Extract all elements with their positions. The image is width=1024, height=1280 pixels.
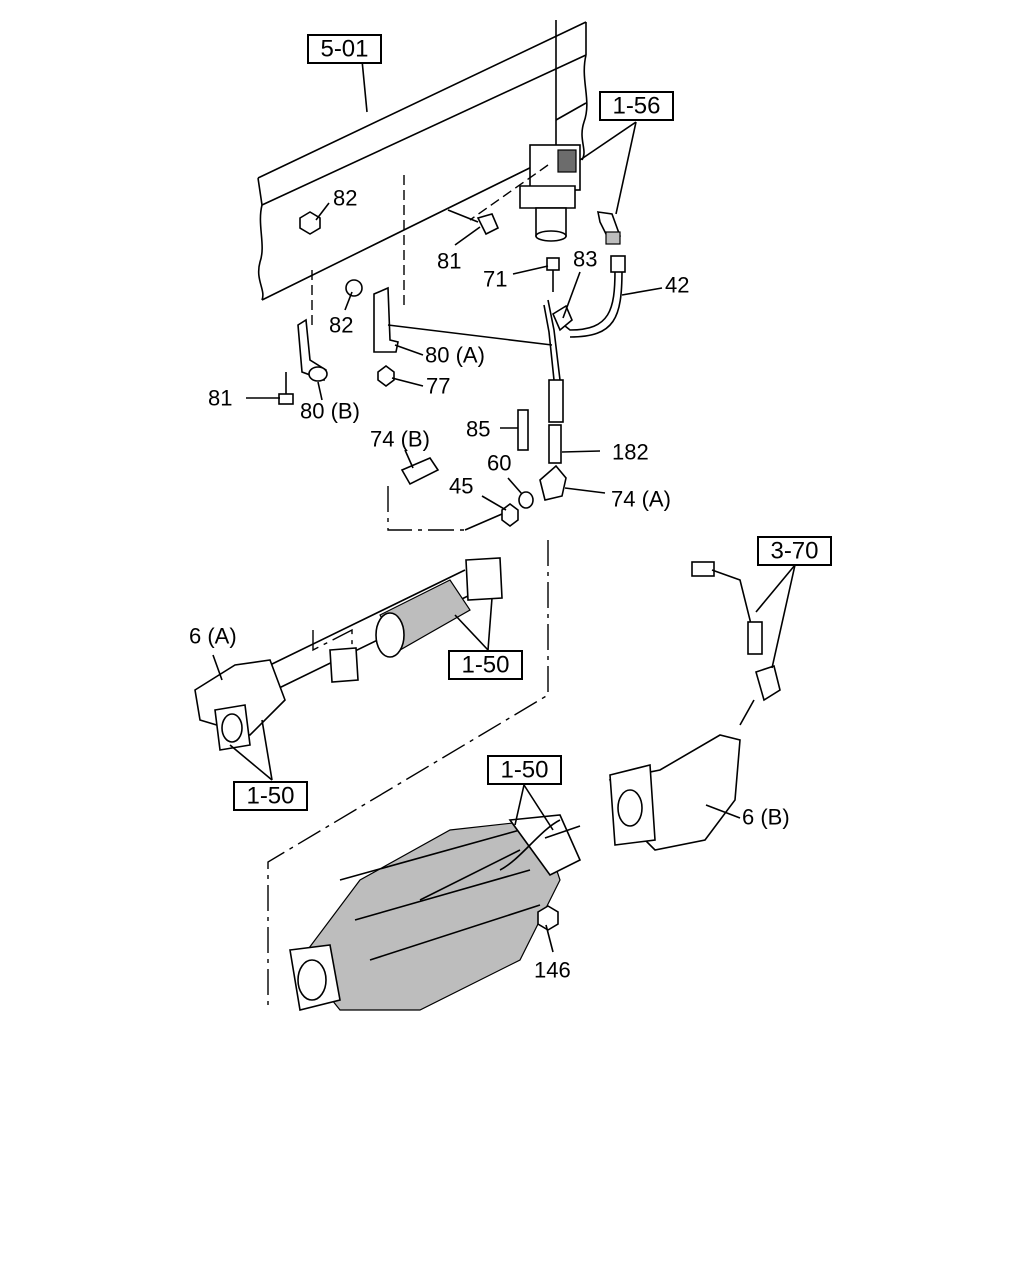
bolt-81-upper xyxy=(447,209,500,236)
leader-81a xyxy=(454,226,481,246)
leader-80a xyxy=(394,344,424,356)
leader-60 xyxy=(507,477,523,495)
ref-box-1-50-a[interactable]: 1-50 xyxy=(448,650,523,680)
dpf-converter xyxy=(289,814,582,1011)
leader-77 xyxy=(391,377,424,387)
dash-link xyxy=(464,513,503,531)
ref-box-1-50-b[interactable]: 1-50 xyxy=(233,781,308,811)
leader-3-70-b xyxy=(771,564,796,669)
callout-80b: 80 (B) xyxy=(300,399,360,424)
callout-82-upper: 82 xyxy=(333,186,357,211)
dpf-to-elbow xyxy=(544,825,581,839)
hose-assembly xyxy=(539,255,626,501)
dash-line-a xyxy=(312,628,353,652)
leader-82b xyxy=(344,291,353,311)
exhaust-elbow-6b xyxy=(608,734,741,851)
nut-82-upper xyxy=(299,211,321,235)
leader-146 xyxy=(545,924,554,953)
callout-182: 182 xyxy=(612,440,649,465)
ref-box-5-01[interactable]: 5-01 xyxy=(307,34,382,64)
callout-45: 45 xyxy=(449,474,473,499)
dash-line-c xyxy=(387,486,470,531)
ref-label-1-50-b: 1-50 xyxy=(246,783,294,810)
callout-6b: 6 (B) xyxy=(742,805,790,830)
callout-77: 77 xyxy=(426,374,450,399)
callout-80a: 80 (A) xyxy=(425,343,485,368)
ref-box-1-56[interactable]: 1-56 xyxy=(599,91,674,121)
callout-74b: 74 (B) xyxy=(370,427,430,452)
frame-rail xyxy=(257,20,588,301)
callout-81-lower: 81 xyxy=(208,386,232,411)
callout-146: 146 xyxy=(534,958,571,983)
ref-label-5-01: 5-01 xyxy=(320,36,368,63)
washer-60 xyxy=(518,491,534,509)
leader-42 xyxy=(621,287,663,296)
ref-box-3-70[interactable]: 3-70 xyxy=(757,536,832,566)
leader-1-50-b2 xyxy=(261,719,273,781)
leader-80b xyxy=(317,381,323,401)
leader-1-50-a1 xyxy=(454,614,489,651)
ref-label-1-50-a: 1-50 xyxy=(461,652,509,679)
leader-1-50-c2 xyxy=(523,784,554,831)
fitting-74b xyxy=(400,457,440,486)
stud-85 xyxy=(517,409,529,451)
bracket-80b xyxy=(297,318,328,382)
callout-60: 60 xyxy=(487,451,511,476)
leader-1-56-a xyxy=(579,121,637,161)
ref-label-1-56: 1-56 xyxy=(612,93,660,120)
ref-box-1-50-c[interactable]: 1-50 xyxy=(487,755,562,785)
ref-label-1-50-c: 1-50 xyxy=(500,757,548,784)
leader-71 xyxy=(512,265,549,275)
leader-82a xyxy=(315,202,330,221)
leader-1-56-b xyxy=(615,121,637,215)
nut-77 xyxy=(377,365,395,387)
leader-74a xyxy=(564,487,606,494)
ref-label-3-70: 3-70 xyxy=(770,538,818,565)
callout-71: 71 xyxy=(483,267,507,292)
solenoid-valve xyxy=(469,144,581,242)
elbow-fitting-upper xyxy=(596,211,621,245)
leader-6a xyxy=(212,654,223,681)
leader-1-50-c1 xyxy=(514,784,525,826)
bolt-71 xyxy=(546,257,560,292)
leader-5-01 xyxy=(361,59,368,113)
callout-83: 83 xyxy=(573,247,597,272)
leader-3-70-a xyxy=(755,564,796,613)
leader-1-50-a2 xyxy=(487,597,493,651)
leader-83 xyxy=(562,271,581,319)
turbo-outlet-6a xyxy=(194,659,286,751)
callout-6a: 6 (A) xyxy=(189,624,237,649)
callout-74a: 74 (A) xyxy=(611,487,671,512)
bolt-81-lower xyxy=(278,372,294,405)
leader-182 xyxy=(561,450,601,453)
callout-81-upper: 81 xyxy=(437,249,461,274)
leader-74b xyxy=(404,449,414,469)
callout-85: 85 xyxy=(466,417,490,442)
leader-45 xyxy=(481,495,507,511)
callout-42: 42 xyxy=(665,273,689,298)
oxygen-sensor xyxy=(691,561,781,726)
nut-146 xyxy=(537,905,559,931)
clip-83 xyxy=(551,304,573,332)
front-exhaust-pipe xyxy=(269,557,503,691)
leader-1-50-b1 xyxy=(229,744,273,781)
bracket-80a xyxy=(373,286,553,353)
nut-45 xyxy=(501,503,519,527)
dash-line-b xyxy=(267,540,549,1008)
callout-82-lower: 82 xyxy=(329,313,353,338)
nut-82-lower xyxy=(345,279,363,297)
leader-6b xyxy=(705,804,741,819)
